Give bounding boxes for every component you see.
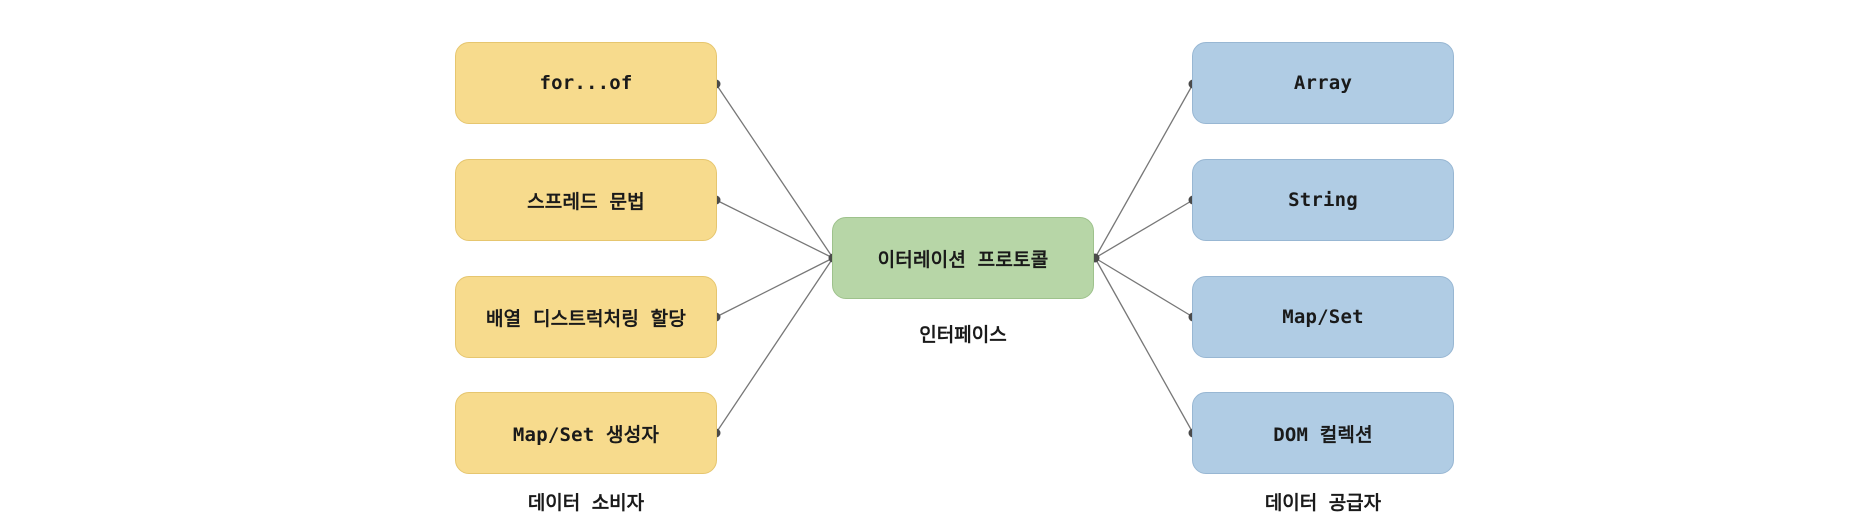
provider-box-string: String bbox=[1192, 159, 1454, 241]
provider-label: String bbox=[1288, 189, 1358, 211]
center-label: 이터레이션 프로토콜 bbox=[877, 248, 1049, 271]
providers-caption: 데이터 공급자 bbox=[1264, 492, 1382, 514]
consumer-box-map-set-constructor: Map/Set 생성자 bbox=[455, 392, 717, 474]
provider-label: Map/Set bbox=[1282, 306, 1364, 328]
center-caption: 인터페이스 bbox=[919, 324, 1007, 346]
center-box-iteration-protocol: 이터레이션 프로토콜 bbox=[832, 217, 1094, 299]
provider-box-map-set: Map/Set bbox=[1192, 276, 1454, 358]
connector-line bbox=[715, 83, 834, 259]
connector-line bbox=[715, 257, 834, 434]
provider-box-dom-collection: DOM 컬렉션 bbox=[1192, 392, 1454, 474]
provider-label: DOM 컬렉션 bbox=[1273, 423, 1373, 446]
consumer-label: Map/Set 생성자 bbox=[512, 423, 660, 446]
connector-line bbox=[1094, 199, 1194, 259]
provider-box-array: Array bbox=[1192, 42, 1454, 124]
connector-line bbox=[715, 199, 834, 259]
provider-label: Array bbox=[1293, 72, 1353, 94]
consumer-box-for-of: for...of bbox=[455, 42, 717, 124]
consumer-box-destructuring: 배열 디스트럭처링 할당 bbox=[455, 276, 717, 358]
connector-line bbox=[1094, 257, 1194, 318]
consumer-label: 배열 디스트럭처링 할당 bbox=[485, 307, 687, 330]
consumer-box-spread: 스프레드 문법 bbox=[455, 159, 717, 241]
connector-line bbox=[1094, 257, 1194, 434]
connector-line bbox=[1094, 83, 1194, 259]
consumer-label: 스프레드 문법 bbox=[527, 190, 645, 213]
consumers-caption: 데이터 소비자 bbox=[527, 492, 645, 514]
connector-line bbox=[715, 257, 834, 318]
consumer-label: for...of bbox=[539, 72, 633, 94]
